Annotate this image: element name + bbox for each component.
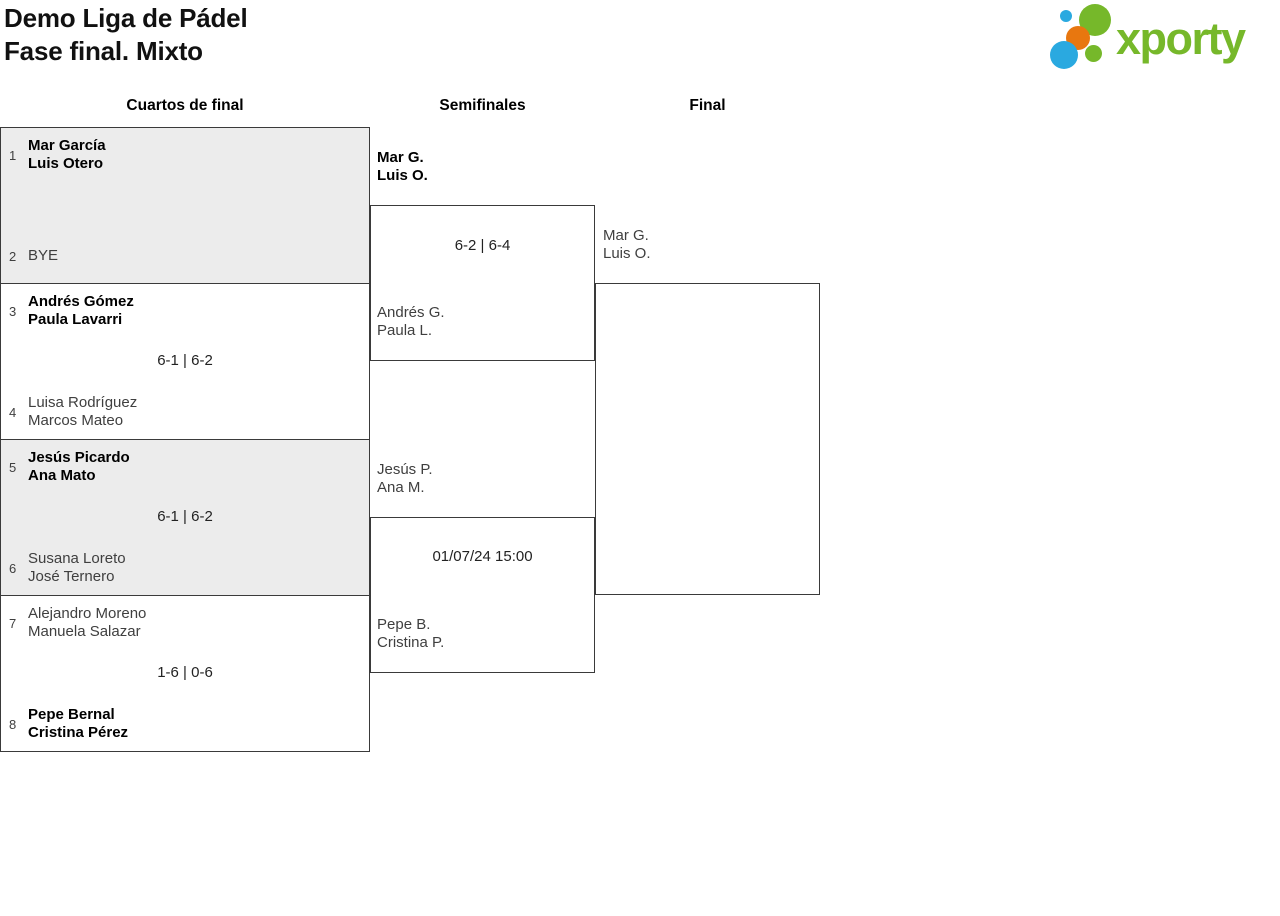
match-score: 6-1 | 6-2 bbox=[157, 508, 213, 525]
player-name: Marcos Mateo bbox=[28, 412, 124, 429]
advanced-team: Jesús P. Ana M. bbox=[377, 461, 433, 497]
seed-number: 1 bbox=[9, 147, 17, 163]
player-name: Luis O. bbox=[377, 167, 428, 184]
player-name: BYE bbox=[28, 247, 59, 264]
player-name: Susana Loreto bbox=[28, 550, 126, 567]
match-qf-3: 5 Jesús Picardo Ana Mato 6-1 | 6-2 6 Sus… bbox=[0, 439, 370, 596]
advanced-team: Pepe B. Cristina P. bbox=[377, 616, 444, 652]
team-entry: 4 Luisa Rodríguez Marcos Mateo bbox=[9, 394, 137, 430]
match-qf-2: 3 Andrés Gómez Paula Lavarri 6-1 | 6-2 4… bbox=[0, 283, 370, 440]
player-name: Ana M. bbox=[377, 479, 425, 496]
seed-number: 7 bbox=[9, 615, 17, 631]
seed-number: 5 bbox=[9, 459, 17, 475]
player-name: Manuela Salazar bbox=[28, 623, 141, 640]
team-entry: 6 Susana Loreto José Ternero bbox=[9, 550, 126, 586]
round-header-semifinales: Semifinales bbox=[439, 97, 526, 114]
page-title-line2: Fase final. Mixto bbox=[4, 36, 203, 66]
match-datetime: 01/07/24 15:00 bbox=[432, 548, 533, 565]
player-name: Luis O. bbox=[603, 245, 651, 262]
logo-dot-green-small-icon bbox=[1085, 45, 1102, 62]
team-entry: 7 Alejandro Moreno Manuela Salazar bbox=[9, 605, 146, 641]
seed-number: 6 bbox=[9, 560, 17, 576]
round-header-final: Final bbox=[689, 97, 726, 114]
team-entry: 8 Pepe Bernal Cristina Pérez bbox=[9, 706, 128, 742]
match-sf-1 bbox=[370, 205, 595, 361]
page-title-line1: Demo Liga de Pádel bbox=[4, 3, 248, 33]
player-name: Andrés Gómez bbox=[28, 293, 134, 310]
player-name: Cristina P. bbox=[377, 634, 445, 651]
player-name: Jesús Picardo bbox=[28, 449, 130, 466]
player-name: Mar García bbox=[28, 137, 106, 154]
player-name: José Ternero bbox=[28, 568, 115, 585]
player-name: Pepe Bernal bbox=[28, 706, 115, 723]
logo-dot-blue-small-icon bbox=[1060, 10, 1072, 22]
team-entry: 5 Jesús Picardo Ana Mato bbox=[9, 449, 130, 485]
round-header-cuartos: Cuartos de final bbox=[126, 97, 244, 114]
advanced-team: Andrés G. Paula L. bbox=[377, 304, 445, 340]
team-entry: 3 Andrés Gómez Paula Lavarri bbox=[9, 293, 134, 329]
player-name: Mar G. bbox=[603, 227, 649, 244]
advanced-team: Mar G. Luis O. bbox=[377, 149, 428, 185]
player-name: Cristina Pérez bbox=[28, 724, 129, 741]
seed-number: 4 bbox=[9, 404, 17, 420]
match-qf-4: 7 Alejandro Moreno Manuela Salazar 1-6 |… bbox=[0, 595, 370, 752]
seed-number: 2 bbox=[9, 248, 17, 264]
page-title: Demo Liga de Pádel Fase final. Mixto bbox=[4, 2, 248, 68]
logo-dot-blue-large-icon bbox=[1050, 41, 1078, 69]
match-qf-1: 1 Mar García Luis Otero 2 BYE bbox=[0, 127, 370, 284]
seed-number: 8 bbox=[9, 716, 17, 732]
player-name: Andrés G. bbox=[377, 304, 445, 321]
team-entry: 1 Mar García Luis Otero bbox=[9, 137, 106, 173]
match-score: 6-1 | 6-2 bbox=[157, 352, 213, 369]
player-name: Pepe B. bbox=[377, 616, 431, 633]
team-entry: 2 BYE bbox=[9, 238, 58, 274]
logo-wordmark: xporty bbox=[1116, 13, 1246, 64]
seed-number: 3 bbox=[9, 303, 17, 319]
player-name: Mar G. bbox=[377, 149, 424, 166]
player-name: Alejandro Moreno bbox=[28, 605, 147, 622]
match-score: 6-2 | 6-4 bbox=[454, 237, 511, 254]
match-final bbox=[595, 283, 820, 595]
player-name: Luis Otero bbox=[28, 155, 104, 172]
player-name: Paula Lavarri bbox=[28, 311, 123, 328]
match-sf-2 bbox=[370, 517, 595, 673]
player-name: Jesús P. bbox=[377, 461, 433, 478]
player-name: Paula L. bbox=[377, 322, 433, 339]
player-name: Ana Mato bbox=[28, 467, 96, 484]
advanced-team: Mar G. Luis O. bbox=[603, 227, 651, 263]
player-name: Luisa Rodríguez bbox=[28, 394, 138, 411]
xporty-logo[interactable]: xporty bbox=[1040, 0, 1280, 72]
match-score: 1-6 | 0-6 bbox=[157, 664, 213, 681]
